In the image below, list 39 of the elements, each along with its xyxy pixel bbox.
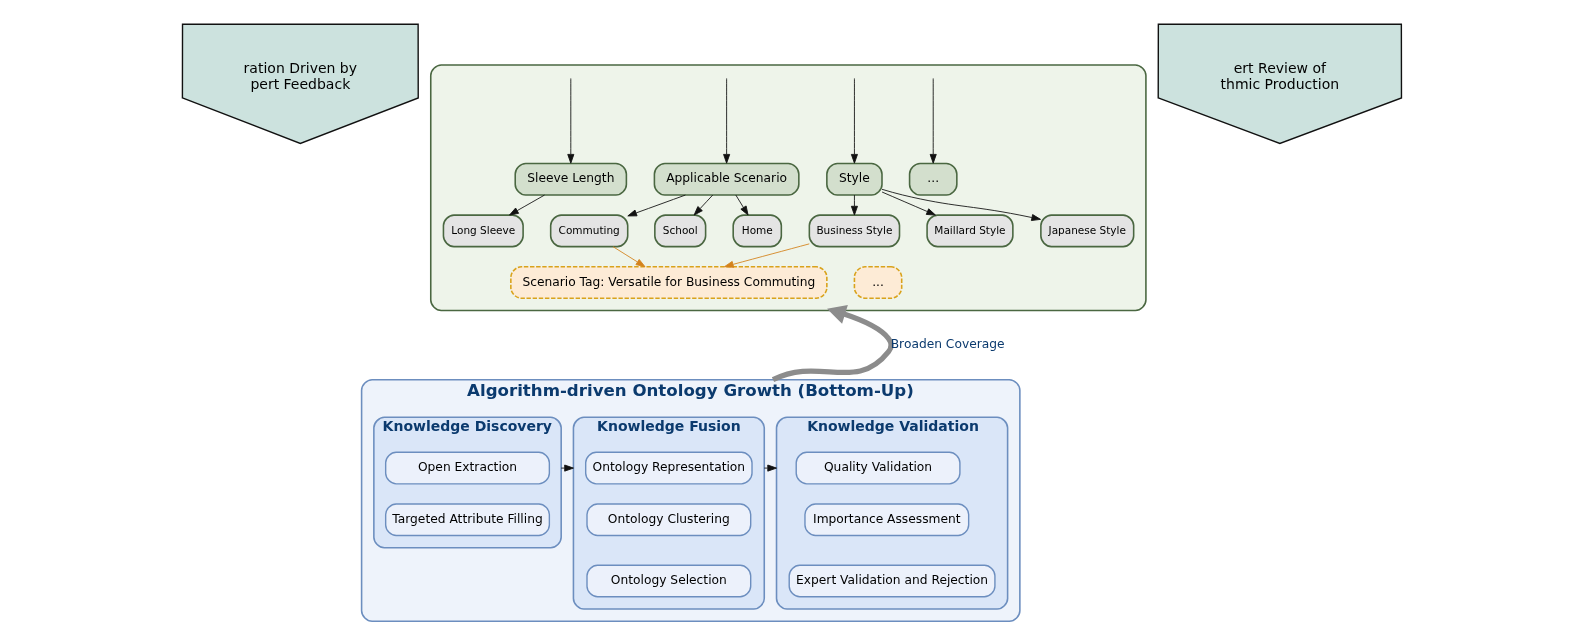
node-box: Quality Validation (795, 451, 961, 485)
arrow (881, 188, 1041, 221)
arrow (723, 78, 731, 164)
node-box: School (654, 214, 707, 248)
arrow (509, 194, 545, 216)
edge-label: Broaden Coverage (890, 337, 1005, 352)
arrow (693, 194, 714, 216)
node-box: Targeted Attribute Filling (384, 503, 551, 537)
node-box: Business Style (808, 214, 901, 248)
arrow (735, 194, 749, 216)
node-box: ... (853, 265, 903, 300)
node-box: Japanese Style (1040, 214, 1135, 248)
node-box: Ontology Representation (585, 451, 753, 485)
node-box: Long Sleeve (442, 214, 524, 248)
node-box: Ontology Selection (586, 564, 752, 598)
node-box: Sleeve Length (514, 162, 628, 196)
node-box: Importance Assessment (804, 503, 970, 537)
cluster (429, 64, 1147, 312)
arrow (929, 78, 937, 164)
node-box: Style (826, 162, 883, 196)
arrow (724, 243, 810, 268)
node-box: Open Extraction (384, 451, 551, 485)
arrow (772, 304, 894, 383)
node-box: Maillard Style (926, 214, 1014, 248)
arrow (850, 194, 858, 216)
arrow (560, 464, 574, 472)
arrow (763, 464, 777, 472)
node-box: Ontology Clustering (586, 503, 752, 537)
node-box: Commuting (549, 214, 629, 248)
node-box: Home (732, 214, 783, 248)
node-box: Expert Validation and Rejection (788, 564, 996, 598)
arrow (567, 78, 575, 164)
node-box: Applicable Scenario (653, 162, 800, 196)
node-box: Scenario Tag: Versatile for Business Commuting (510, 265, 828, 300)
arrow (881, 191, 936, 216)
arrow (627, 194, 686, 217)
arrow (612, 246, 646, 268)
arrow (850, 78, 858, 164)
node-box: ... (908, 162, 958, 196)
